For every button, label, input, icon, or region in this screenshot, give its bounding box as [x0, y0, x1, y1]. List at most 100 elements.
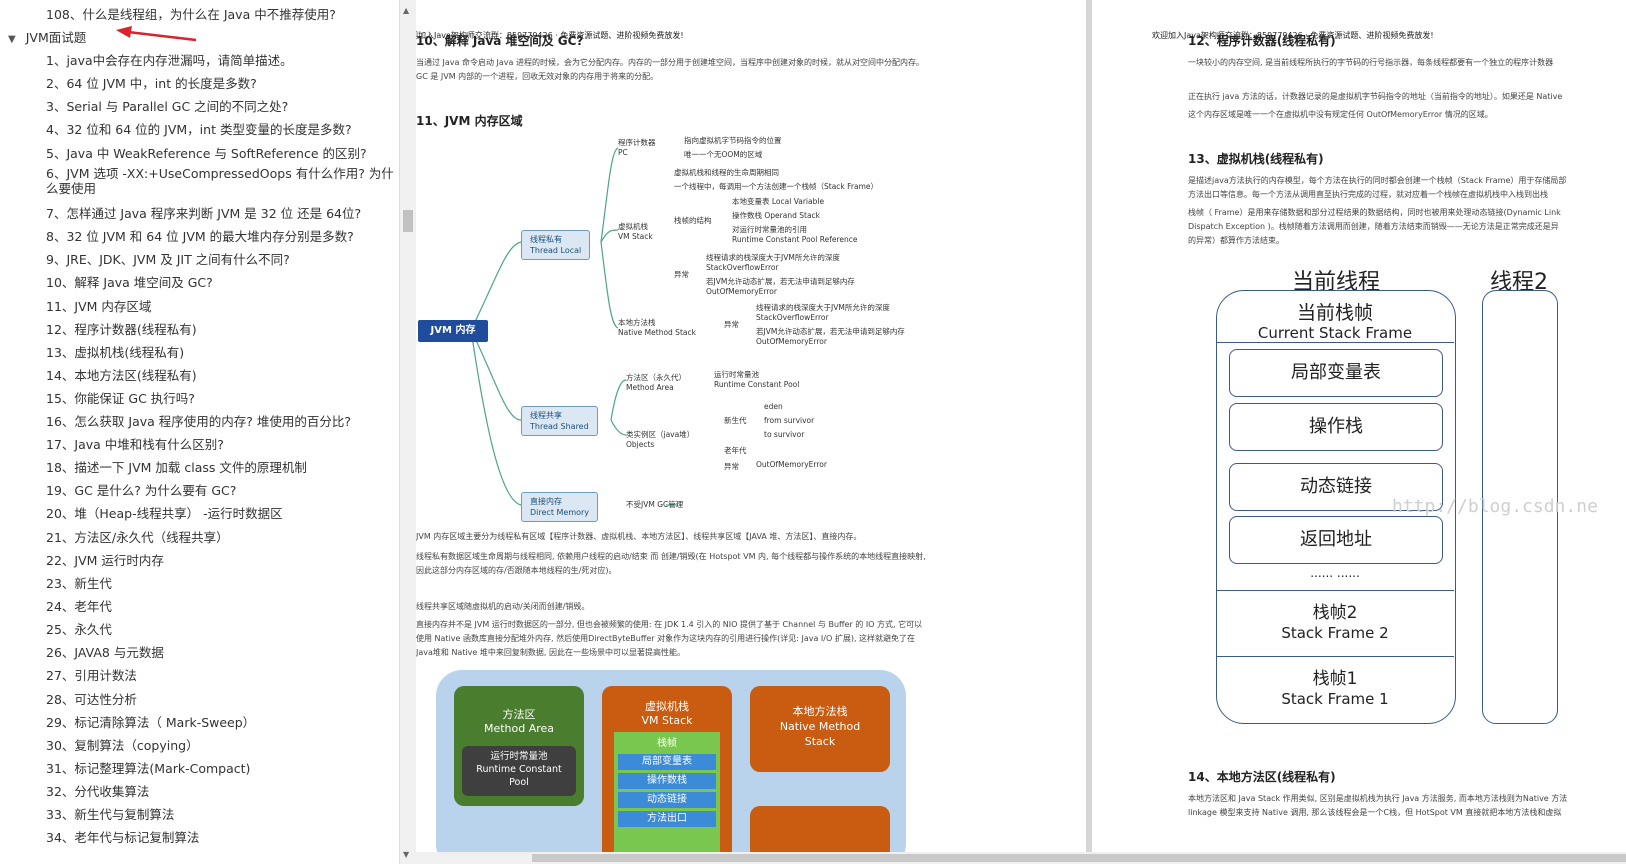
para-14a: 本地方法区和 Java Stack 作用类似, 区别是虚拟机栈为执行 Java …: [1188, 794, 1568, 803]
native-stack-label: 本地方法栈 Native Method Stack: [779, 705, 861, 748]
node-direct-1: 不受JVM GC管理: [626, 500, 684, 509]
toc-item[interactable]: 22、JVM 运行时内存: [46, 553, 164, 568]
toc-item-108[interactable]: 108、什么是线程组，为什么在 Java 中不推荐使用?: [46, 7, 336, 22]
toc-item[interactable]: 14、本地方法区(线程私有): [46, 368, 197, 383]
method-area-label: 方法区 Method Area: [483, 708, 555, 735]
toc-item[interactable]: 19、GC 是什么? 为什么要有 GC?: [46, 483, 237, 498]
frame-divider-3: [1216, 656, 1454, 657]
toc-item[interactable]: 5、Java 中 WeakReference 与 SoftReference 的…: [46, 146, 367, 161]
toc-item[interactable]: 28、可达性分析: [46, 692, 137, 707]
document-viewer: 欢迎加入Java架构师交流群：859779426 · 免费资源试题、进阶视频免费…: [416, 0, 1626, 864]
toc-item[interactable]: 7、怎样通过 Java 程序来判断 JVM 是 32 位 还是 64位?: [46, 206, 362, 221]
toc-item[interactable]: 6、JVM 选项 -XX:+UseCompressedOops 有什么作用? 为…: [46, 166, 394, 196]
node-vms-4: 异常: [674, 270, 689, 279]
para-13a: 是描述java方法执行的内存模型，每个方法在执行的同时都会创建一个栈帧（Stac…: [1188, 176, 1567, 185]
toc-item[interactable]: 32、分代收集算法: [46, 784, 150, 799]
current-thread-stack: [1216, 290, 1456, 724]
toc-item[interactable]: 26、JAVA8 与元数据: [46, 645, 164, 660]
toc-item[interactable]: 33、新生代与复制算法: [46, 807, 175, 822]
vm-stack-box: 虚拟机栈 VM Stack 栈帧 局部变量表 操作数栈 动态链接 方法出口: [602, 686, 732, 864]
toc-item[interactable]: 31、标记整理算法(Mark-Compact): [46, 761, 251, 776]
rcp-label: 运行时常量池 Runtime Constant Pool: [476, 751, 562, 788]
node-direct-memory-label: 直接内存 Direct Memory: [530, 497, 590, 517]
toc-item[interactable]: 12、程序计数器(线程私有): [46, 322, 197, 337]
node-nms-1: 异常: [724, 320, 739, 329]
toc-item[interactable]: 21、方法区/永久代（线程共享）: [46, 530, 229, 545]
heading-10: 10、解释 Java 堆空间及 GC?: [416, 34, 584, 48]
node-old: 老年代: [724, 446, 747, 455]
toc-item[interactable]: 20、堆（Heap-线程共享） -运行时数据区: [46, 506, 283, 521]
toc-item[interactable]: 15、你能保证 GC 执行吗?: [46, 391, 195, 406]
horizontal-scrollbar[interactable]: [416, 852, 1626, 864]
para-10: 当通过 Java 命令启动 Java 进程的时候，会为它分配内存。内存的一部分用…: [416, 58, 924, 81]
local-var-table-box: 局部变量表: [1229, 349, 1443, 397]
toc-item[interactable]: 34、老年代与标记复制算法: [46, 830, 200, 845]
vm-stack-label: 虚拟机栈 VM Stack: [641, 700, 693, 727]
node-nms-1a: 线程请求的栈深度大于JVM所允许的深度 StackOverflowError: [756, 303, 890, 322]
para-12b: 正在执行 java 方法的话，计数器记录的是虚拟机字节码指令的地址（当前指令的地…: [1188, 92, 1563, 101]
frame2-en: Stack Frame 2: [1281, 624, 1389, 642]
node-young: 新生代: [724, 416, 747, 425]
page-header-note: 欢迎加入Java架构师交流群：859779426 · 免费资源试题、进阶视频免费…: [416, 31, 684, 40]
node-nms-1b: 若JVM允许动态扩展，若无法申请到足够内存 OutOfMemoryError: [756, 327, 905, 346]
frame-ellipsis: ...... ......: [1310, 566, 1360, 580]
toc-item[interactable]: 27、引用计数法: [46, 668, 137, 683]
node-thread-shared: 线程共享 Thread Shared: [521, 406, 598, 436]
para-12c: 这个内存区域是唯一一个在虚拟机中没有规定任何 OutOfMemoryError …: [1188, 110, 1493, 119]
para-14b: linkage 模型来支持 Native 调用, 那么该线程会是一个C栈，但 H…: [1188, 808, 1562, 817]
heading-13: 13、虚拟机栈(线程私有): [1188, 152, 1324, 166]
node-heap: 类实例区（java堆） Objects: [626, 430, 695, 449]
red-arrow-annotation: [116, 26, 197, 42]
toc-item[interactable]: 24、老年代: [46, 599, 112, 614]
toc-section-label: JVM面试题: [25, 30, 87, 45]
para-13e: 的异常）都算作方法结束。: [1188, 236, 1284, 245]
toc-item[interactable]: 4、32 位和 64 位的 JVM，int 类型变量的长度是多数?: [46, 122, 352, 137]
toc-section-jvm[interactable]: ▼ JVM面试题: [8, 27, 86, 46]
operand-stack-box: 操作栈: [1229, 403, 1443, 451]
toc-item[interactable]: 13、虚拟机栈(线程私有): [46, 345, 185, 360]
node-thread-shared-label: 线程共享 Thread Shared: [530, 411, 589, 431]
toc-item[interactable]: 2、64 位 JVM 中，int 的长度是多数?: [46, 76, 257, 91]
para-11d: 直接内存并不是 JVM 运行时数据区的一部分, 但也会被频繁的使用: 在 JDK…: [416, 620, 923, 657]
toc-item[interactable]: 1、java中会存在内存泄漏吗，请简单描述。: [46, 53, 293, 68]
toc-item[interactable]: 17、Java 中堆和栈有什么区别?: [46, 437, 224, 452]
toc-item[interactable]: 25、永久代: [46, 622, 112, 637]
toc-item[interactable]: 16、怎么获取 Java 程序使用的内存? 堆使用的百分比?: [46, 414, 351, 429]
toc-item[interactable]: 30、复制算法（copying）: [46, 738, 199, 753]
node-thread-local: 线程私有 Thread Local: [521, 230, 591, 260]
collapse-triangle-icon[interactable]: ▼: [8, 34, 16, 45]
frame-os: 操作数栈: [618, 773, 716, 789]
node-vms-4b: 若JVM允许动态扩展，若无法申请到足够内存 OutOfMemoryError: [706, 277, 855, 296]
toc-item[interactable]: 3、Serial 与 Parallel GC 之间的不同之处?: [46, 99, 289, 114]
node-eden: eden: [764, 402, 783, 411]
node-vms-2: 一个线程中，每调用一个方法创建一个栈帧（Stack Frame）: [674, 182, 879, 191]
toc-scrollbar[interactable]: ▲ ▼: [399, 0, 416, 864]
node-vms-3a: 本地变量表 Local Variable: [732, 197, 825, 206]
toc-item[interactable]: 29、标记清除算法（ Mark-Sweep）: [46, 715, 256, 730]
para-11a: JVM 内存区域主要分为线程私有区域【程序计数器、虚拟机栈、本地方法区】、线程共…: [416, 532, 862, 541]
frame-dl: 动态链接: [618, 792, 716, 808]
frame1-label: 栈帧1: [1312, 669, 1358, 689]
toc-item[interactable]: 9、JRE、JDK、JVM 及 JIT 之间有什么不同?: [46, 252, 290, 267]
heading-14: 14、本地方法区(线程私有): [1188, 770, 1336, 784]
rcp-box: 运行时常量池 Runtime Constant Pool: [462, 746, 576, 796]
scroll-up-arrow-icon[interactable]: ▲: [403, 6, 410, 15]
node-method-area: 方法区（永久代） Method Area: [626, 373, 686, 392]
node-rcp: 运行时常量池 Runtime Constant Pool: [714, 370, 800, 389]
toc-item[interactable]: 23、新生代: [46, 576, 112, 591]
node-oom: OutOfMemoryError: [756, 460, 827, 469]
watermark: http://blog.csdn.ne: [1392, 496, 1598, 517]
toc-item[interactable]: 10、解释 Java 堆空间及 GC?: [46, 275, 213, 290]
mindmap-root: JVM 内存: [418, 320, 488, 342]
scroll-down-arrow-icon[interactable]: ▼: [403, 850, 410, 859]
node-to-survivor: to survivor: [764, 430, 805, 439]
toc-item[interactable]: 8、32 位 JVM 和 64 位 JVM 的最大堆内存分别是多数?: [46, 229, 354, 244]
toc-item[interactable]: 18、描述一下 JVM 加载 class 文件的原理机制: [46, 460, 307, 475]
node-ex: 异常: [724, 462, 739, 471]
node-pc: 程序计数器 PC: [618, 138, 656, 157]
frame1-en: Stack Frame 1: [1281, 690, 1389, 708]
scrollbar-thumb[interactable]: [403, 210, 413, 232]
node-vms-1: 虚拟机栈和线程的生命周期相同: [674, 168, 779, 177]
toc-item[interactable]: 11、JVM 内存区域: [46, 299, 152, 314]
horizontal-scrollbar-thumb[interactable]: [532, 854, 1626, 862]
